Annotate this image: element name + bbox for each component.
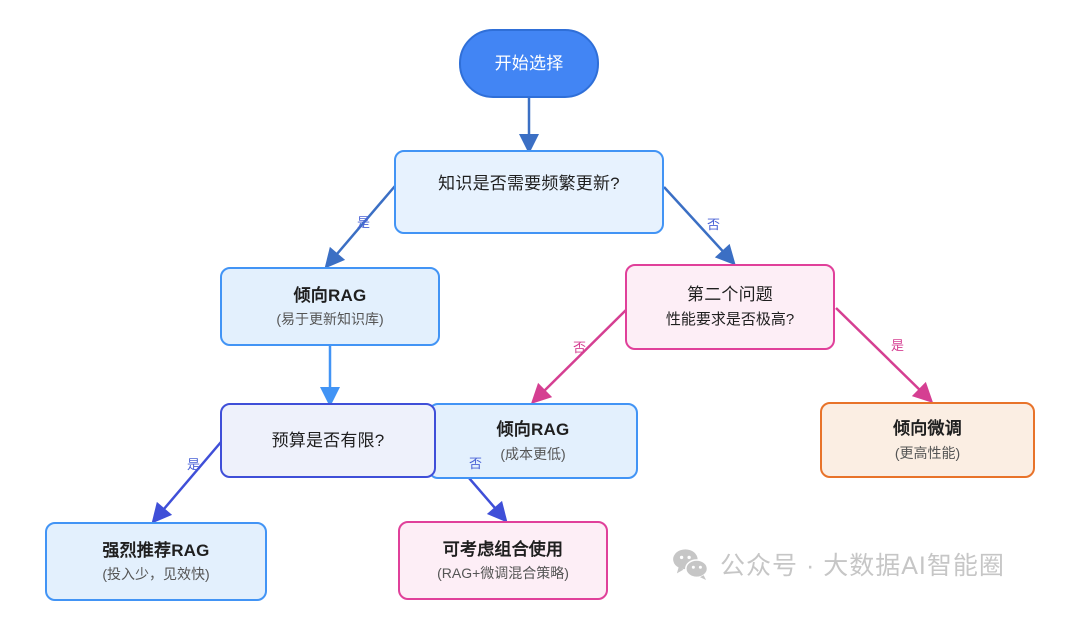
decision-budget-limited-label: 预算是否有限?: [271, 430, 385, 450]
watermark-text: 公众号 · 大数据AI智能圈: [720, 552, 1005, 580]
outcome-prefer-finetune-sub: (更高性能): [894, 444, 961, 461]
outcome-strongly-recommend-rag-title: 强烈推荐RAG: [102, 540, 210, 560]
edge-label-yes-q2: 是: [891, 338, 905, 353]
decision-performance-requirement-title: 第二个问题: [687, 285, 773, 304]
outcome-prefer-rag-cost-sub: (成本更低): [500, 445, 566, 462]
outcome-prefer-rag-update-sub: (易于更新知识库): [276, 311, 384, 328]
edge-label-no-q1: 否: [707, 217, 721, 232]
outcome-hybrid-strategy-title: 可考虑组合使用: [442, 539, 564, 559]
edge-label-no-q2: 否: [573, 340, 587, 355]
outcome-strongly-recommend-rag-sub: (投入少，见效快): [102, 566, 210, 583]
edge-label-yes-q3: 是: [187, 457, 201, 472]
edge-q2-to-finetune: [835, 307, 934, 403]
decision-budget-limited[interactable]: 预算是否有限?: [220, 403, 436, 478]
outcome-prefer-rag-update-title: 倾向RAG: [293, 285, 367, 305]
outcome-hybrid-strategy[interactable]: 可考虑组合使用 (RAG+微调混合策略): [398, 521, 608, 600]
wechat-icon: [672, 548, 710, 580]
outcome-prefer-rag-cost[interactable]: 倾向RAG (成本更低): [428, 403, 638, 479]
decision-performance-requirement[interactable]: 第二个问题 性能要求是否极高?: [625, 264, 835, 350]
watermark: 公众号 · 大数据AI智能圈: [672, 546, 1005, 582]
outcome-hybrid-strategy-sub: (RAG+微调混合策略): [437, 565, 569, 582]
outcome-strongly-recommend-rag[interactable]: 强烈推荐RAG (投入少，见效快): [45, 522, 267, 601]
edge-q3-to-recommend: [151, 441, 222, 524]
edge-label-no-q3: 否: [469, 456, 483, 471]
outcome-prefer-finetune[interactable]: 倾向微调 (更高性能): [820, 402, 1035, 478]
outcome-prefer-rag-update[interactable]: 倾向RAG (易于更新知识库): [220, 267, 440, 346]
outcome-prefer-rag-cost-title: 倾向RAG: [496, 420, 570, 440]
decision-knowledge-update[interactable]: 知识是否需要频繁更新?: [394, 150, 664, 234]
start-node-label: 开始选择: [494, 53, 564, 73]
start-node[interactable]: 开始选择: [459, 29, 599, 98]
outcome-prefer-finetune-title: 倾向微调: [893, 419, 962, 439]
edge-label-yes-q1: 是: [357, 215, 371, 230]
decision-knowledge-update-label: 知识是否需要频繁更新?: [438, 174, 620, 193]
decision-performance-requirement-sub: 性能要求是否极高?: [665, 311, 795, 329]
